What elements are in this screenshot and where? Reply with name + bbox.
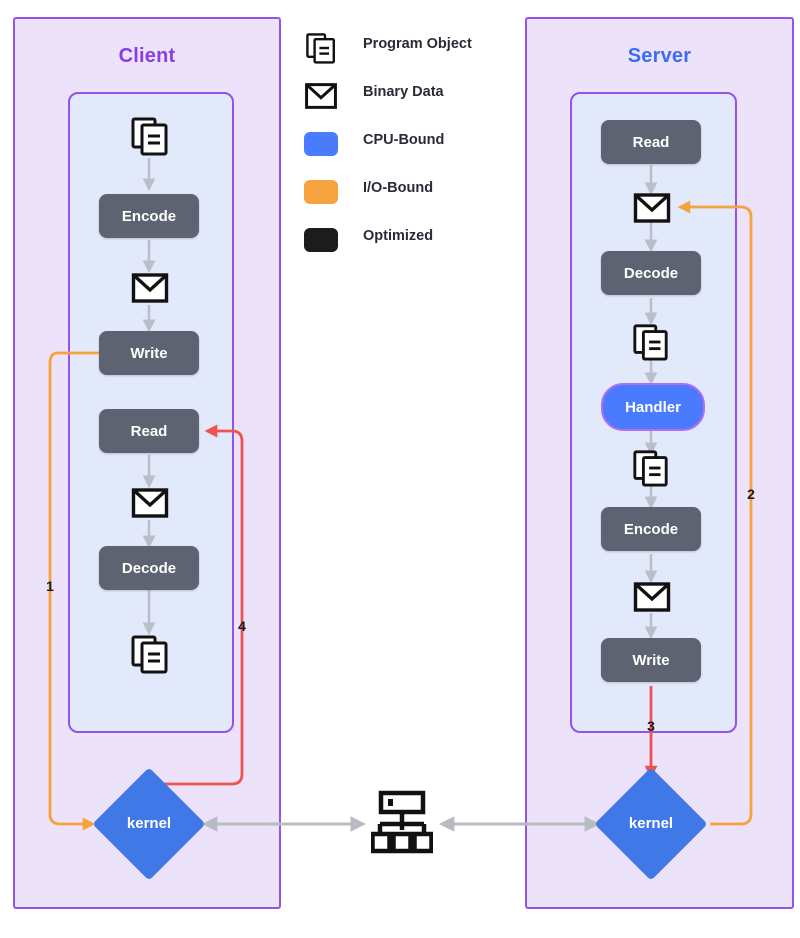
optimized-swatch: [303, 222, 339, 258]
legend-label-io-bound: I/O-Bound: [363, 180, 434, 196]
program-object-icon: [632, 449, 670, 492]
server-decode-step[interactable]: Decode: [601, 251, 701, 295]
legend-label-binary-data: Binary Data: [363, 84, 444, 100]
flow-2-label: 2: [747, 486, 755, 502]
binary-data-icon: [633, 192, 671, 229]
legend-item-io-bound: I/O-Bound: [303, 168, 518, 216]
program-object-icon: [632, 323, 670, 366]
legend-item-program-object: Program Object: [303, 24, 518, 72]
server-handler-label: Handler: [625, 398, 681, 416]
flow-1-label: 1: [46, 578, 54, 594]
program-object-icon: [130, 116, 170, 161]
legend-item-binary-data: Binary Data: [303, 72, 518, 120]
cpu-bound-swatch: [303, 126, 339, 162]
server-encode-step[interactable]: Encode: [601, 507, 701, 551]
program-object-icon: [130, 634, 170, 679]
client-read-label: Read: [130, 422, 168, 440]
server-write-label: Write: [632, 651, 670, 669]
program-object-icon: [303, 30, 339, 66]
client-kernel-label: kernel: [126, 815, 172, 832]
client-encode-label: Encode: [121, 207, 177, 225]
server-encode-label: Encode: [623, 520, 679, 538]
server-title: Server: [627, 45, 692, 67]
binary-data-icon: [633, 581, 671, 618]
binary-data-icon: [131, 272, 169, 309]
binary-data-icon: [303, 78, 339, 114]
io-bound-swatch: [303, 174, 339, 210]
legend-label-program-object: Program Object: [363, 36, 472, 52]
legend-label-cpu-bound: CPU-Bound: [363, 132, 445, 148]
client-decode-step[interactable]: Decode: [99, 546, 199, 590]
flow-3-label: 3: [647, 718, 655, 734]
flow-4-label: 4: [238, 618, 246, 634]
client-read-step[interactable]: Read: [99, 409, 199, 453]
legend-item-optimized: Optimized: [303, 216, 518, 264]
server-handler-step[interactable]: Handler: [601, 383, 705, 431]
binary-data-icon: [131, 487, 169, 524]
server-read-label: Read: [632, 133, 670, 151]
client-write-label: Write: [130, 344, 168, 362]
client-title: Client: [118, 45, 176, 67]
legend-item-cpu-bound: CPU-Bound: [303, 120, 518, 168]
server-decode-label: Decode: [623, 264, 679, 282]
legend: Program Object Binary Data CPU-Bound I/O…: [303, 24, 518, 264]
client-decode-label: Decode: [121, 559, 177, 577]
legend-label-optimized: Optimized: [363, 228, 434, 244]
server-kernel-label: kernel: [628, 815, 674, 832]
server-write-step[interactable]: Write: [601, 638, 701, 682]
server-read-step[interactable]: Read: [601, 120, 701, 164]
client-encode-step[interactable]: Encode: [99, 194, 199, 238]
network-switch-icon: [370, 790, 434, 861]
client-write-step[interactable]: Write: [99, 331, 199, 375]
